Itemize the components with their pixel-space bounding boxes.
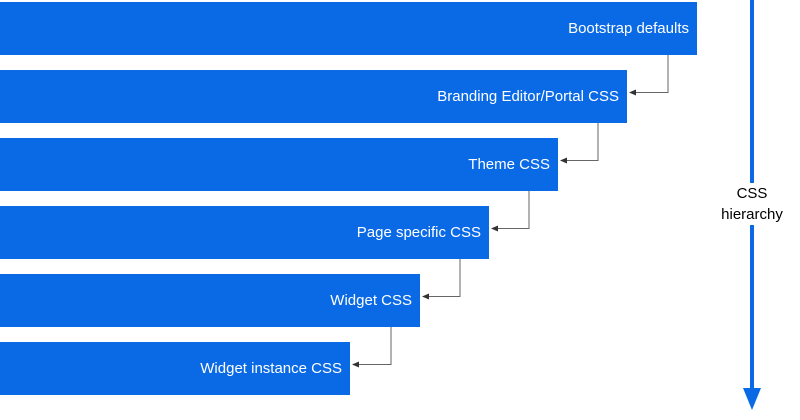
connector-line (635, 55, 669, 93)
hierarchy-axis-label: CSS hierarchy (697, 183, 800, 225)
layer-label: Branding Editor/Portal CSS (437, 88, 619, 105)
layer-label: Bootstrap defaults (568, 20, 689, 37)
layer-bootstrap-defaults: Bootstrap defaults (0, 2, 697, 55)
layer-label: Widget instance CSS (200, 360, 342, 377)
connector-arrowhead-icon (422, 293, 429, 300)
connector-arrowhead-icon (629, 89, 636, 96)
layer-branding-editor-portal-css: Branding Editor/Portal CSS (0, 70, 627, 123)
layer-label: Page specific CSS (356, 224, 481, 241)
layer-page-specific-css: Page specific CSS (0, 206, 489, 259)
arrow-down-icon (743, 388, 761, 410)
axis-label-line-2: hierarchy (721, 206, 783, 223)
layer-label: Widget CSS (330, 292, 412, 309)
connector-line (428, 259, 461, 297)
layer-theme-css: Theme CSS (0, 138, 558, 191)
axis-label-line-1: CSS (736, 185, 768, 202)
layer-label: Theme CSS (468, 156, 550, 173)
layer-widget-css: Widget CSS (0, 274, 420, 327)
layer-widget-instance-css: Widget instance CSS (0, 342, 350, 395)
connector-line (358, 327, 392, 365)
connector-arrowhead-icon (352, 361, 359, 368)
connector-line (497, 191, 530, 229)
connector-arrowhead-icon (491, 225, 498, 232)
connector-line (566, 123, 599, 161)
connector-arrowhead-icon (560, 157, 567, 164)
